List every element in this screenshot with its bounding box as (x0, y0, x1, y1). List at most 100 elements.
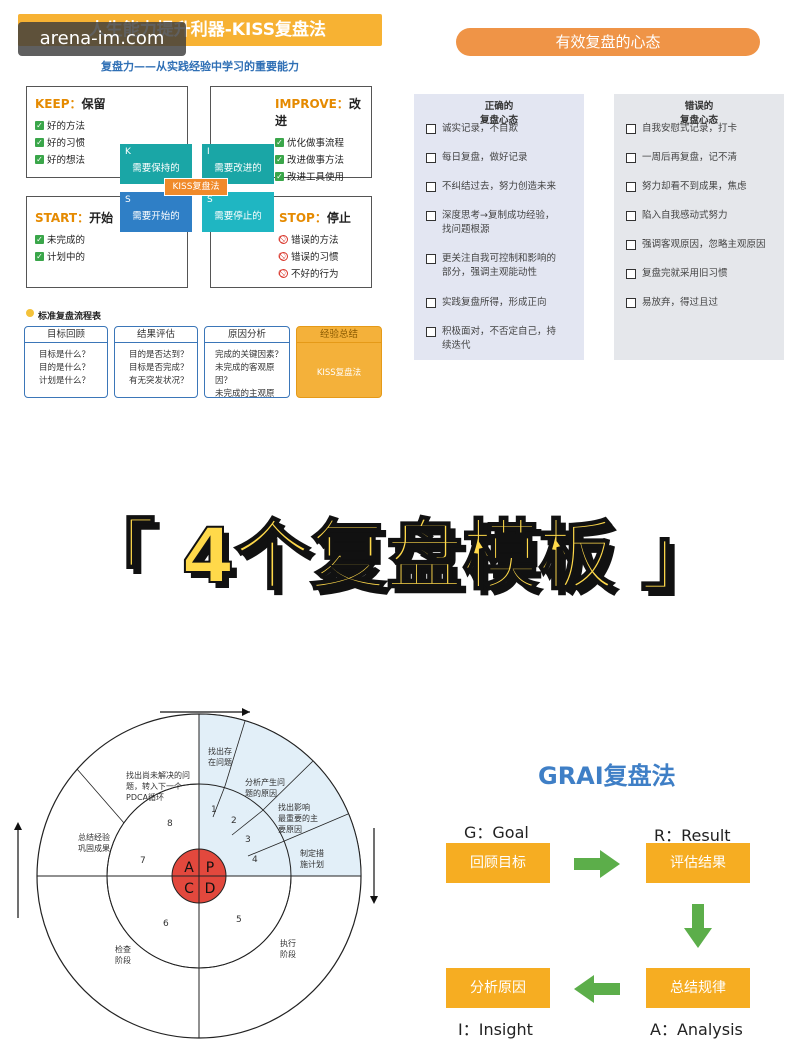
correct-item: 积极面对，不否定自己，持续迭代 (414, 325, 564, 353)
checkbox-icon (626, 124, 636, 134)
keep-quadrant: KEEP：保留 ✓好的方法 ✓好的习惯 ✓好的想法 (26, 86, 188, 178)
checkbox-icon (426, 254, 436, 264)
improve-item: ✓改进做事方法 (275, 154, 345, 166)
flow-title: 标准复盘流程表 (38, 312, 102, 322)
no-icon: ⃠ (279, 268, 288, 278)
arrow-down-icon (684, 904, 712, 948)
wrong-item: 易放弃，得过且过 (614, 296, 726, 310)
step-number-8: 8 (167, 819, 173, 829)
arrow-right-icon (574, 850, 620, 878)
improve-item: ✓改进工具使用 (275, 171, 345, 183)
stop-item: ⃠错误的习惯 (279, 249, 371, 263)
mindset-banner: 有效复盘的心态 (456, 28, 760, 56)
start-title: START：开始 (35, 211, 114, 225)
correct-item: 诚实记录，不自欺 (414, 122, 526, 136)
wrong-mindset-column: 错误的复盘心态 自我安慰式记录，打卡 一周后再复盘，记不清 努力却看不到成果，焦… (614, 94, 784, 360)
correct-mindset-heading: 正确的复盘心态 (479, 101, 518, 126)
checkbox-icon (426, 182, 436, 192)
arrow-left-icon (574, 975, 620, 1003)
checkbox-icon (626, 269, 636, 279)
checkbox-icon (426, 327, 436, 337)
keep-item: ✓好的想法 (35, 154, 86, 166)
keep-item: ✓好的习惯 (35, 137, 86, 149)
spoke (212, 785, 226, 818)
keep-title: KEEP：保留 (35, 97, 106, 111)
checkbox-icon (426, 124, 436, 134)
step-number-7: 7 (140, 856, 146, 866)
center-c: C (184, 881, 194, 897)
analysis-label: A：Analysis (650, 1020, 743, 1039)
step-label-7: 总结经验巩固成果 (78, 832, 110, 853)
center-d: D (205, 881, 216, 897)
step-number-1: 1 (211, 805, 217, 815)
stop-title: STOP：停止 (279, 211, 351, 225)
arrow-top-head (242, 708, 250, 716)
check-icon: ✓ (35, 137, 44, 147)
correct-mindset-column: 正确的复盘心态 诚实记录，不自欺 每日复盘，做好记录 不纠结过去，努力创造未来 … (414, 94, 584, 360)
kiss-subtitle: 复盘力——从实践经验中学习的重要能力 (101, 60, 299, 73)
step-label-4: 制定措施计划 (300, 848, 324, 869)
step-label-5: 执行阶段 (280, 938, 296, 959)
spoke (231, 810, 263, 836)
grai-arrows (574, 850, 712, 1003)
result-box: 评估结果 (646, 843, 750, 883)
checkbox-icon (626, 153, 636, 163)
watermark: arena-im.com (18, 22, 186, 56)
check-icon: ✓ (275, 171, 284, 181)
correct-item: 更关注自我可控制和影响的部分，强调主观能动性 (414, 252, 564, 280)
check-icon: ✓ (35, 234, 44, 244)
checkbox-icon (626, 240, 636, 250)
improve-item: ✓优化做事流程 (275, 137, 345, 149)
arrow-left-head (14, 822, 22, 830)
correct-item: 每日复盘，做好记录 (414, 151, 536, 165)
checkbox-icon (426, 153, 436, 163)
wrong-mindset-heading: 错误的复盘心态 (679, 101, 718, 126)
lightbulb-icon (26, 309, 34, 317)
step-number-4: 4 (252, 855, 258, 865)
stop-item: ⃠错误的方法 (279, 232, 371, 246)
checkbox-icon (426, 298, 436, 308)
wrong-item: 强调客观原因，忽略主观原因 (614, 238, 774, 252)
spoke (261, 760, 314, 812)
headline: 「 4个复盘模板 」 「 4个复盘模板 」 (78, 510, 723, 606)
wrong-item: 自我安慰式记录，打卡 (614, 122, 745, 136)
step-label-1: 找出存在问题 (208, 746, 232, 767)
spoke (76, 768, 125, 824)
check-icon: ✓ (275, 154, 284, 164)
step-label-2: 分析产生问题的原因 (245, 777, 285, 798)
check-icon: ✓ (35, 120, 44, 130)
correct-item: 不纠结过去，努力创造未来 (414, 180, 564, 194)
spoke (281, 813, 349, 843)
keep-item: ✓好的方法 (35, 120, 86, 132)
grai-title: GRAI复盘法 (538, 762, 676, 790)
cause-box: 分析原因 (446, 968, 550, 1008)
wrong-item: 一周后再复盘，记不清 (614, 151, 745, 165)
checkbox-icon (426, 211, 436, 221)
headline-shadow: 「 4个复盘模板 」 (85, 517, 723, 606)
improve-title: IMPROVE：改进 (275, 97, 361, 128)
checkbox-icon (626, 298, 636, 308)
wrong-item: 复盘完就采用旧习惯 (614, 267, 736, 281)
center-p: P (206, 860, 214, 876)
spoke (247, 841, 283, 857)
check-icon: ✓ (35, 154, 44, 164)
arrow-right-head (370, 896, 378, 904)
flow-col-cause: 原因分析 完成的关键因素？未完成的客观原因？未完成的主观原因？ (204, 326, 290, 398)
flow-col-result: 结果评估 目的是否达到？目标是否完成？有无突发状况？ (114, 326, 198, 398)
result-label: R：Result (654, 826, 731, 845)
flow-col-goal: 目标回顾 目标是什么？目的是什么？计划是什么？ (24, 326, 108, 398)
check-icon: ✓ (35, 251, 44, 261)
summary-box: 总结规律 (646, 968, 750, 1008)
wrong-item: 陷入自我感动式努力 (614, 209, 736, 223)
step-number-6: 6 (163, 919, 169, 929)
step-label-3: 找出影响最重要的主要原因 (278, 802, 318, 834)
checkbox-icon (626, 182, 636, 192)
goal-box: 回顾目标 (446, 843, 550, 883)
start-item: ✓未完成的 (35, 234, 86, 246)
no-icon: ⃠ (279, 251, 288, 261)
kiss-center-label: KISS复盘法 (164, 178, 228, 196)
